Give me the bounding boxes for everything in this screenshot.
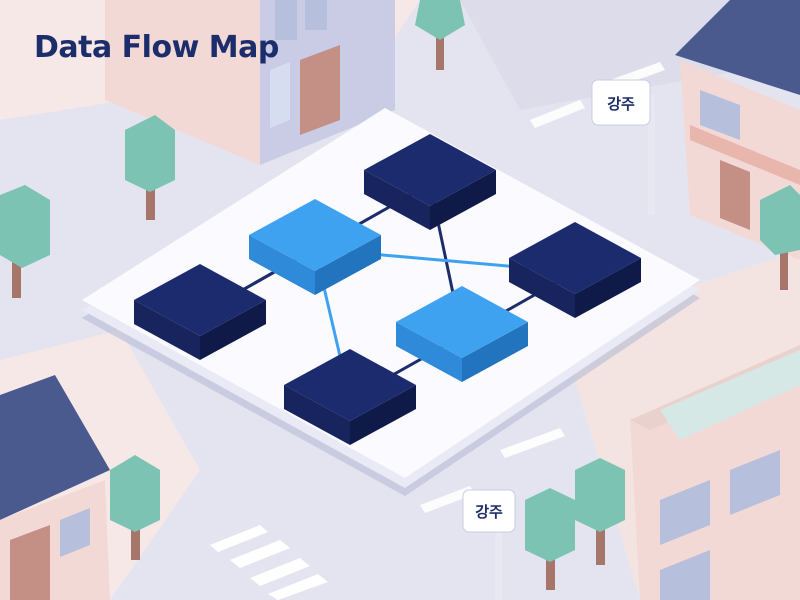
window (305, 0, 327, 30)
node-block-dark[interactable] (509, 222, 641, 318)
node-top (364, 134, 496, 206)
node-top (249, 199, 381, 271)
street-sign-top: 강주 (591, 79, 655, 215)
tree-bottom-1 (110, 455, 160, 560)
node-side-right (430, 170, 496, 230)
tree-left-2 (0, 185, 50, 298)
window (730, 450, 780, 515)
street-sign-bottom: 강주 (462, 489, 516, 600)
node-side-left (134, 300, 200, 360)
node-side-right (315, 235, 381, 295)
roof (0, 375, 110, 520)
node-top (134, 264, 266, 336)
node-top (396, 286, 528, 358)
node-block-dark[interactable] (134, 264, 266, 360)
road-markings (420, 62, 665, 513)
tree-right (760, 185, 800, 290)
node-top (509, 222, 641, 294)
node-side-left (509, 258, 575, 318)
nodes (134, 134, 641, 445)
node-side-right (200, 300, 266, 360)
node-block-dark[interactable] (364, 134, 496, 230)
node-side-left (396, 322, 462, 382)
node-side-right (350, 385, 416, 445)
sign-label: 강주 (475, 503, 503, 521)
tree-bottom-2 (525, 488, 575, 590)
tree-left-1 (125, 115, 175, 220)
roof (675, 0, 800, 95)
page-title: Data Flow Map (34, 30, 279, 65)
tree-top (415, 0, 465, 70)
sign-label: 강주 (607, 95, 635, 113)
window (660, 480, 710, 545)
house-bottom-left (0, 375, 110, 600)
window (275, 0, 297, 40)
door (300, 45, 340, 135)
node-top (284, 349, 416, 421)
tree-bottom-3 (575, 458, 625, 565)
node-side-right (462, 322, 528, 382)
crosswalk (210, 525, 328, 600)
node-side-left (284, 385, 350, 445)
door (10, 525, 50, 600)
building-bottom-right (630, 345, 800, 600)
node-side-left (249, 235, 315, 295)
node-block-dark[interactable] (284, 349, 416, 445)
node-block-light[interactable] (249, 199, 381, 295)
building-top (105, 0, 395, 165)
window (60, 508, 90, 557)
window (660, 550, 710, 600)
node-side-right (575, 258, 641, 318)
node-side-left (364, 170, 430, 230)
window (700, 90, 740, 140)
platform (82, 108, 700, 496)
node-block-light[interactable] (396, 286, 528, 382)
door (720, 160, 750, 230)
